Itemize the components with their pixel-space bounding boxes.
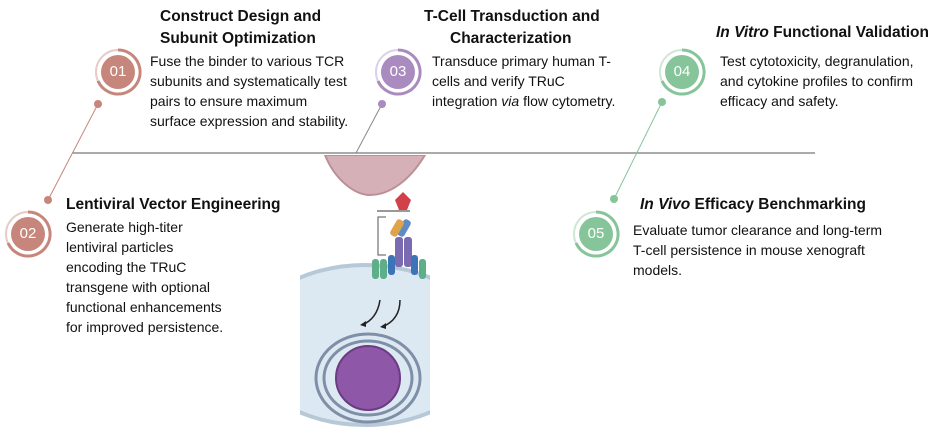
step-04-title-rest: Functional Validation [768, 24, 929, 41]
tcr-green-1 [372, 259, 379, 279]
step-05-title-rest: Efficacy Benchmarking [690, 196, 866, 213]
step-01-desc-line2: subunits and systematically test [150, 73, 347, 89]
step-04-desc-line1: Test cytotoxicity, degranulation, [720, 53, 914, 69]
step-01-badge [95, 48, 142, 96]
step-04-badge [659, 48, 706, 96]
step-03-desc-line1: Transduce primary human T- [432, 53, 611, 69]
step-05-desc-line1: Evaluate tumor clearance and long-term [633, 222, 883, 238]
step-05-desc-line3: models. [633, 262, 683, 278]
step-01-desc-line4: surface expression and stability. [150, 113, 349, 129]
step-03-desc-line3-post: flow cytometry. [519, 93, 616, 109]
step-04-desc-line3: efficacy and safety. [720, 93, 839, 109]
step-05-title-italic: In Vivo [640, 196, 691, 213]
step-03-desc-line3: integration via flow cytometry. [432, 91, 615, 111]
connector-01-02 [47, 103, 99, 201]
tcr-purple-1 [395, 237, 403, 267]
step-05-desc-line2: T-cell persistence in mouse xenograft [633, 242, 865, 258]
step-05-number: 05 [587, 225, 605, 242]
step-04-title: In Vitro Functional Validation [716, 22, 929, 44]
step-01-title-line2: Subunit Optimization [160, 30, 316, 47]
step-03-number: 03 [389, 63, 407, 80]
step-01-desc-line3: pairs to ensure maximum [150, 93, 308, 109]
step-01-desc-line1: Fuse the binder to various TCR [150, 53, 345, 69]
step-01-title-line1: Construct Design and [160, 8, 322, 25]
step-03-title-line1: T-Cell Transduction and [424, 8, 600, 25]
step-02-desc-line4: transgene with optional [66, 279, 210, 295]
binder-blue [397, 219, 411, 237]
step-03-desc-line3-italic: via [501, 93, 520, 109]
antigen-binder [395, 192, 411, 210]
step-04-title-italic: In Vitro [716, 24, 769, 41]
step-02-desc-line6: for improved persistence. [66, 319, 224, 335]
connector-dot-02 [44, 196, 52, 204]
step-02-desc-line3: encoding the TRuC [66, 259, 187, 275]
connector-dot-03 [378, 100, 386, 108]
binder-orange [390, 219, 404, 237]
complex-bracket [377, 216, 386, 256]
tcr-green-2 [380, 259, 387, 279]
step-02-desc-line5: functional enhancements [66, 299, 222, 315]
connector-04-05 [613, 101, 663, 200]
step-03-title-line2: Characterization [450, 30, 572, 47]
endoplasmic-reticulum [314, 332, 422, 424]
step-03-desc-line2: cells and verify TRuC [432, 73, 565, 89]
target-cell [323, 155, 427, 197]
connector-dot-05 [610, 195, 618, 203]
step-03-desc-line3-pre: integration [432, 93, 502, 109]
step-04-number: 04 [673, 63, 691, 80]
nucleus [335, 345, 401, 411]
connector-dot-01 [94, 100, 102, 108]
step-02-desc-line2: lentiviral particles [66, 239, 174, 255]
connector-03 [355, 103, 383, 154]
step-03-badge [375, 48, 422, 96]
t-cell-illustration [300, 155, 430, 431]
step-02-title: Lentiviral Vector Engineering [66, 196, 281, 213]
step-04-desc-line2: and cytokine profiles to confirm [720, 73, 913, 89]
tcr-purple-2 [404, 237, 412, 267]
tcr-blue-1 [388, 255, 395, 275]
connector-dot-04 [658, 98, 666, 106]
step-02-desc-line1: Generate high-titer [66, 219, 183, 235]
tcr-green-3 [419, 259, 426, 279]
step-02-badge [5, 210, 52, 258]
step-02-number: 02 [19, 225, 37, 242]
step-01-number: 01 [109, 63, 127, 80]
step-05-title: In Vivo Efficacy Benchmarking [640, 194, 866, 216]
step-05-badge [573, 210, 620, 258]
tcr-blue-2 [411, 255, 418, 275]
